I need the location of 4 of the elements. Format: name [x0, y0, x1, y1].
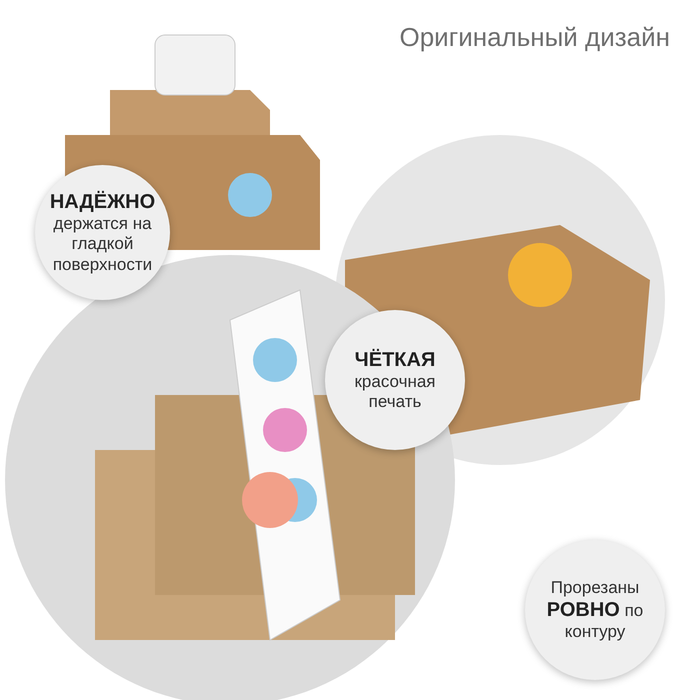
feature-text: Прорезаны РОВНО по контуру: [546, 578, 644, 642]
feature-text: ЧЁТКАЯ красочная печать: [353, 348, 437, 412]
heading: Оригинальный дизайн: [398, 22, 670, 54]
feature-text: НАДЁЖНО держатся на гладкой поверхности: [50, 190, 156, 276]
